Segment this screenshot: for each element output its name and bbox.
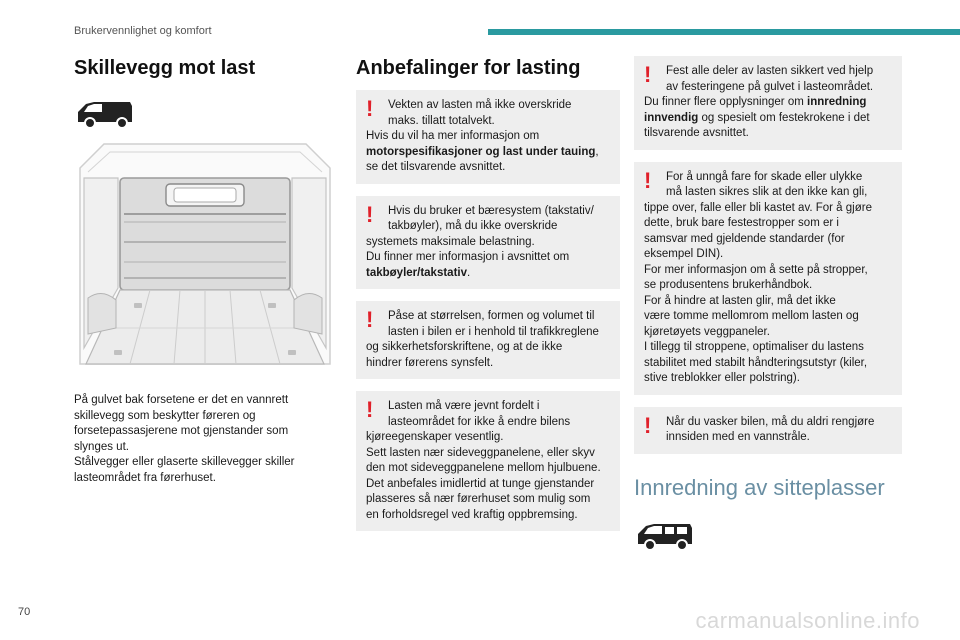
warning-text: Du finner flere opplysninger om innredni… — [644, 95, 893, 142]
exclamation-warning-icon: ! — [644, 62, 652, 87]
warning-text: lasteområdet for ikke å endre bilens — [388, 415, 571, 428]
warning-text: innsiden med en vannstråle. — [666, 431, 810, 443]
warning-text: se produsentens brukerhåndbok. — [644, 279, 813, 291]
warning-box: ! Påse at størrelsen, formen og volumet … — [356, 301, 620, 379]
warning-text-tail: . — [467, 266, 471, 279]
page-number: 70 — [18, 606, 31, 618]
warning-text: motorspesifikasjoner og last under tauin… — [366, 145, 611, 176]
partition-line: skillevegg som beskytter føreren og — [74, 409, 256, 422]
warning-text: være tomme mellomrom mellom lasten og — [644, 310, 859, 322]
exclamation-warning-icon: ! — [366, 96, 374, 121]
warning-box: ! For å unngå fare for skade eller ulykk… — [634, 161, 902, 395]
warning-text: takbøyler/takstativ. — [366, 266, 611, 282]
van-side-icon — [78, 102, 132, 129]
exclamation-warning-icon: ! — [366, 397, 374, 422]
warning-text: takbøyler), må du ikke overskride — [388, 220, 558, 232]
warning-text: stabilitet med stabilt håndteringsutstyr… — [644, 356, 868, 369]
warning-text: Det anbefales imidlertid at tunge gjenst… — [366, 477, 595, 490]
warning-text: eksempel DIN). — [644, 248, 724, 260]
exclamation-warning-icon: ! — [366, 201, 374, 227]
warning-box: ! Når du vasker bilen, må du aldri rengj… — [634, 406, 902, 454]
warning-box: ! Hvis du bruker et bæresystem (takstati… — [356, 195, 620, 289]
warning-text: Lasten må være jevnt fordelt i — [388, 400, 540, 412]
section-title-partition: Skillevegg mot last — [74, 57, 256, 79]
warning-text: Vekten av lasten må ikke overskride — [388, 99, 572, 111]
warning-text: dette, bruk bare festestropper som er i — [644, 217, 839, 229]
warning-box: ! Vekten av lasten må ikke overskride ma… — [356, 90, 620, 184]
warning-text: I tillegg til stroppene, optimaliser du … — [644, 341, 864, 353]
section-title-seating: Innredning av sitteplasser — [634, 474, 885, 500]
right-column: ! Fest alle deler av lasten sikkert ved … — [634, 56, 902, 552]
minivan-side-icon — [638, 523, 692, 551]
warning-text: lasten i bilen er i henhold til trafikkr… — [388, 325, 599, 338]
warning-text: Du finner mer informasjon i avsnittet om — [366, 251, 570, 263]
warning-text: Sett lasten nær sideveggpanelene, eller … — [366, 446, 595, 459]
warning-text: og sikkerhetsforskriftene, og at de ikke — [366, 341, 563, 353]
warning-text: stive treblokker eller polstring). — [644, 372, 800, 384]
watermark: carmanualsonline.info — [695, 608, 920, 633]
warning-text: hindrer førerens synsfelt. — [366, 356, 494, 369]
warning-text: plasseres så nær førerhuset som mulig so… — [366, 493, 591, 505]
warning-text: kjøretøyets veggpaneler. — [644, 325, 770, 338]
warning-text: Hvis du bruker et bæresystem (takstativ/ — [388, 204, 594, 217]
middle-column: Anbefalinger for lasting ! Vekten av las… — [356, 56, 620, 543]
warning-text: må lasten sikres slik at den ikke kan gl… — [666, 186, 868, 198]
warning-text: Fest alle deler av lasten sikkert ved hj… — [666, 65, 874, 77]
section-title-loading: Anbefalinger for lasting — [356, 57, 581, 79]
warning-text: maks. tillatt totalvekt. — [388, 114, 495, 127]
warning-text-tail: , se det tilsvarende avsnittet. — [366, 145, 599, 174]
warning-box: ! Fest alle deler av lasten sikkert ved … — [634, 56, 902, 150]
warning-text: For mer informasjon om å sette på stropp… — [644, 263, 868, 276]
header-title: Brukervennlighet og komfort — [74, 25, 212, 37]
warning-text: Når du vasker bilen, må du aldri rengjør… — [666, 415, 875, 428]
left-column: Skillevegg mot last — [74, 56, 336, 486]
exclamation-warning-icon: ! — [644, 167, 652, 193]
exclamation-warning-icon: ! — [644, 412, 652, 438]
bold-reference: takbøyler/takstativ — [366, 266, 467, 279]
warning-text: Hvis du vil ha mer informasjon om — [366, 130, 540, 142]
warning-text: samsvar med gjeldende standarder (for — [644, 232, 845, 245]
partition-line: slynges ut. — [74, 440, 129, 453]
warning-text: Påse at størrelsen, formen og volumet ti… — [388, 310, 595, 322]
bold-reference: motorspesifikasjoner og last under tauin… — [366, 145, 596, 158]
warning-text: For å hindre at lasten glir, må det ikke — [644, 294, 836, 307]
warning-text: en forholdsregel ved kraftig oppbremsing… — [366, 508, 578, 521]
exclamation-warning-icon: ! — [366, 307, 374, 332]
warning-text: kjøreegenskaper vesentlig. — [366, 431, 504, 443]
warning-box: ! Lasten må være jevnt fordelt i lasteom… — [356, 391, 620, 531]
partition-line: lasteområdet fra førerhuset. — [74, 471, 216, 484]
warning-text: tippe over, falle eller bli kastet av. F… — [644, 201, 872, 214]
warning-text: For å unngå fare for skade eller ulykke — [666, 170, 863, 183]
header-accent-bar — [488, 29, 960, 35]
warning-text: av festeringene på gulvet i lasteområdet… — [666, 80, 874, 93]
warning-text: den mot sideveggpanelene mellom hjulbuen… — [366, 462, 601, 474]
cargo-area-partition-illustration — [74, 138, 336, 368]
partition-description: På gulvet bak forsetene er det en vannre… — [74, 393, 336, 486]
warning-text-lead: Du finner flere opplysninger om — [644, 96, 804, 108]
partition-line: Stålvegger eller glaserte skillevegger s… — [74, 456, 295, 468]
partition-line: På gulvet bak forsetene er det en vannre… — [74, 394, 289, 406]
bold-reference: innredning innvendig — [644, 96, 867, 124]
warning-text-tail: og spesielt om festekrokene i det tilsva… — [644, 111, 870, 140]
warning-text: systemets maksimale belastning. — [366, 235, 535, 248]
partition-line: forsetepassasjerene mot gjenstander som — [74, 425, 289, 437]
